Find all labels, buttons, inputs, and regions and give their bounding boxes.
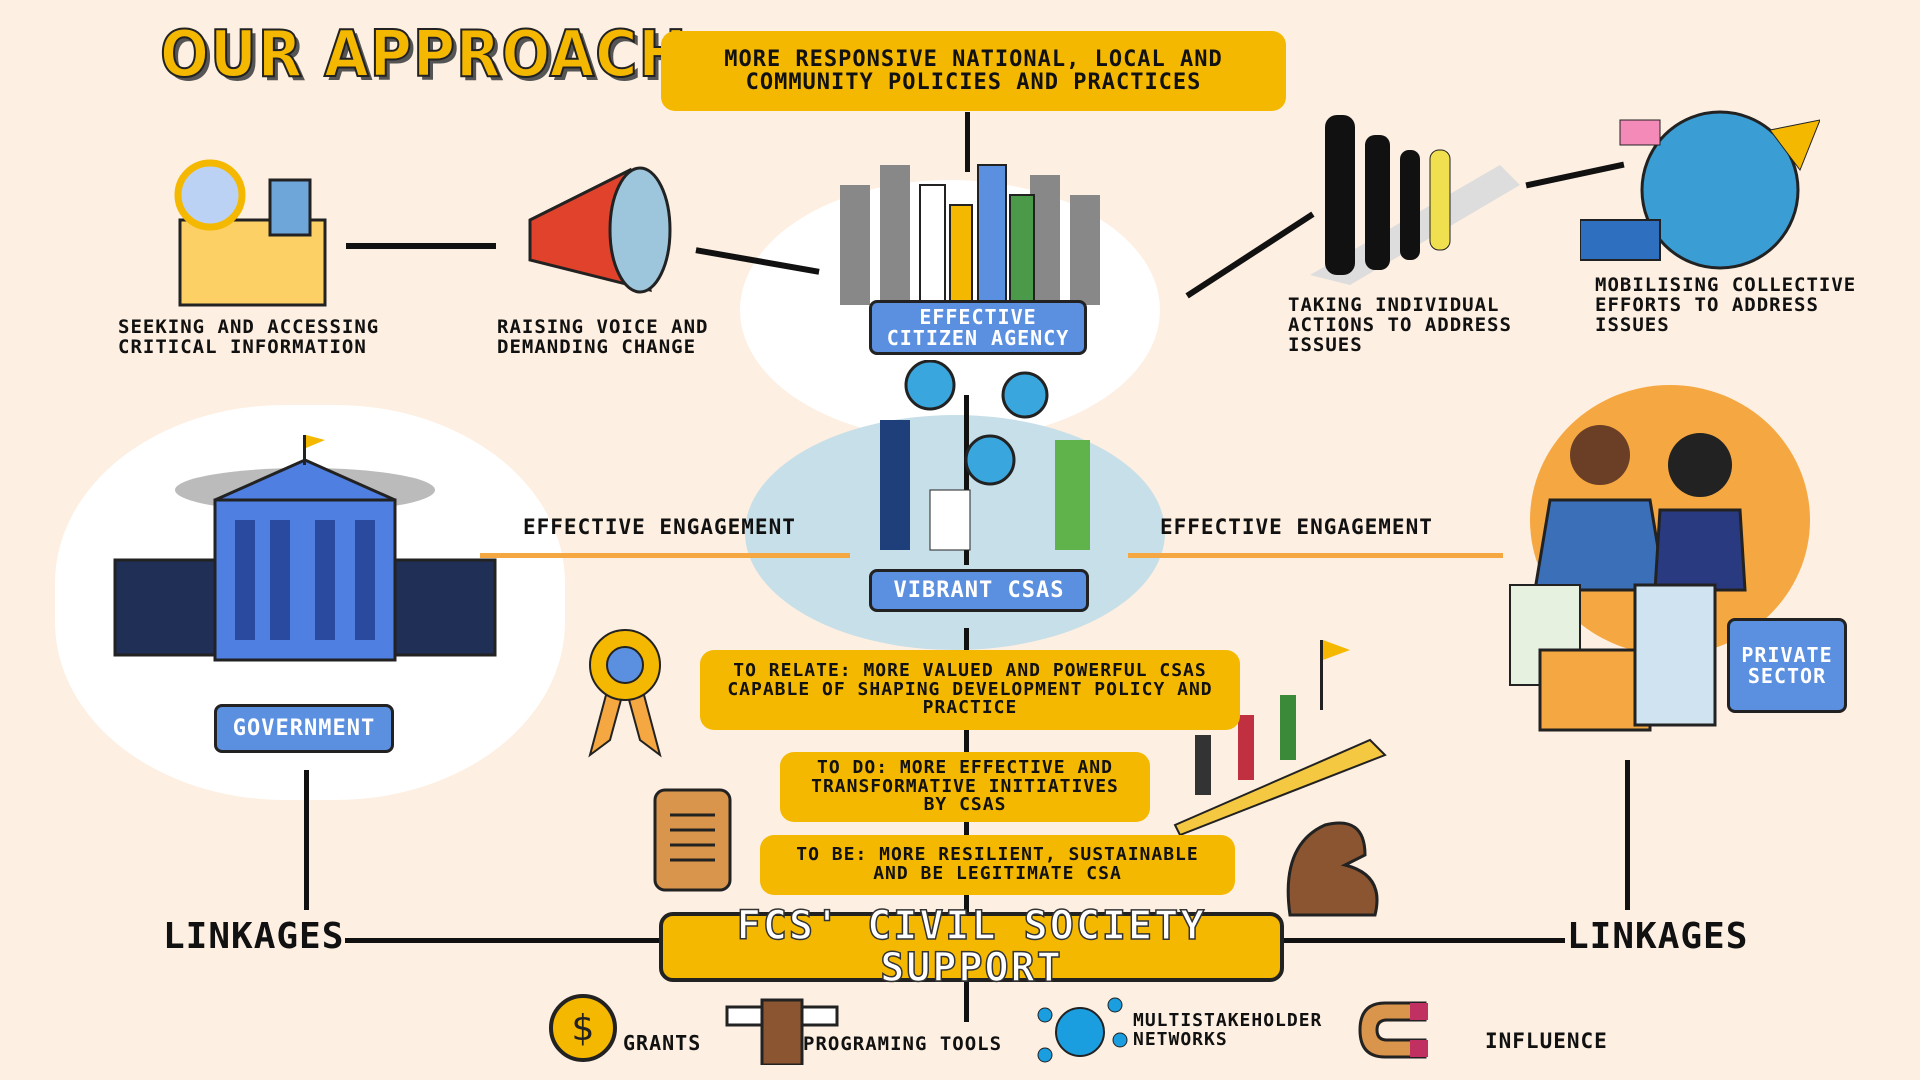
engagement-right-label: EFFECTIVE ENGAGEMENT [1160,515,1433,539]
tool-grants-label: GRANTS [623,1031,702,1055]
engagement-left-label: EFFECTIVE ENGAGEMENT [523,515,796,539]
private-sector-text: PRIVATE SECTOR [1741,642,1833,688]
level-to-do: TO DO: MORE EFFECTIVE AND TRANSFORMATIVE… [780,752,1150,822]
network-icon [1037,997,1128,1063]
flexed-arm-icon [1286,821,1379,917]
engagement-arrow-left [480,553,850,558]
step3-caption: TAKING INDIVIDUAL ACTIONS TO ADDRESS ISS… [1288,294,1512,356]
step4-caption: MOBILISING COLLECTIVE EFFORTS TO ADDRESS… [1595,274,1857,336]
government-label: GOVERNMENT [214,704,394,753]
step1-caption: SEEKING AND ACCESSING CRITICAL INFORMATI… [118,316,380,358]
effective-citizen-agency-label: EFFECTIVE CITIZEN AGENCY [869,300,1087,355]
wrench-fist-icon [725,998,839,1065]
vibrant-csas-label: VIBRANT CSAs [869,569,1089,612]
individuals-walking-icon [1310,115,1520,285]
center-text: EFFECTIVE CITIZEN AGENCY [886,304,1070,350]
rosette-icon [588,629,662,758]
collective-hands-icon [1580,110,1820,270]
tool-networks-label: MULTISTAKEHOLDER NETWORKS [1133,1010,1323,1050]
level-to-relate: TO RELATE: MORE VALUED AND POWERFUL CSAs… [700,650,1240,730]
business-people-icon [1509,425,1747,732]
level-to-be-text: TO BE: MORE RESILIENT, SUSTAINABLE AND B… [796,844,1199,884]
support-stem [964,982,969,1022]
outcome-banner: MORE RESPONSIVE NATIONAL, LOCAL AND COMM… [661,31,1286,111]
climbing-people-icon [1173,640,1387,835]
private-sector-label: PRIVATE SECTOR [1727,618,1847,713]
arrow-1 [346,243,496,249]
coin-icon: $ [549,994,617,1062]
linkages-left-label: LINKAGES [163,916,345,957]
government-text: GOVERNMENT [232,715,376,741]
csas-people-icon [880,360,1090,551]
linkages-right-label: LINKAGES [1567,916,1749,957]
csas-text: VIBRANT CSAs [893,577,1065,603]
linkage-arrow-left [304,770,309,910]
linkage-arrow-right [1625,760,1630,910]
tool-influence-label: INFLUENCE [1485,1029,1608,1053]
tool-programing-label: PROGRAMING TOOLS [803,1033,1003,1055]
fcs-support-text: FCS' CIVIL SOCIETY SUPPORT [736,903,1207,991]
megaphone-icon [528,166,672,294]
outcome-text: MORE RESPONSIVE NATIONAL, LOCAL AND COMM… [724,46,1223,95]
crowd-icon [840,164,1100,306]
level-to-do-text: TO DO: MORE EFFECTIVE AND TRANSFORMATIVE… [811,756,1119,816]
info-folder-icon [174,159,327,307]
arrow-csas-up [964,395,969,565]
engagement-arrow-right [1128,553,1503,558]
level-to-be: TO BE: MORE RESILIENT, SUSTAINABLE AND B… [760,835,1235,895]
magnet-icon [1358,1001,1428,1059]
svg-text:$: $ [572,1008,595,1049]
linkage-line-left [345,938,665,943]
arrow-outcome [965,112,970,172]
linkage-line-right [1280,938,1565,943]
government-building-icon [113,435,497,662]
step2-caption: RAISING VOICE AND DEMANDING CHANGE [497,316,709,358]
level-to-relate-text: TO RELATE: MORE VALUED AND POWERFUL CSAs… [727,659,1213,719]
scroll-icon [653,788,732,892]
page-title: OUR APPROACH [159,18,688,92]
fcs-support-banner: FCS' CIVIL SOCIETY SUPPORT [659,904,1284,990]
